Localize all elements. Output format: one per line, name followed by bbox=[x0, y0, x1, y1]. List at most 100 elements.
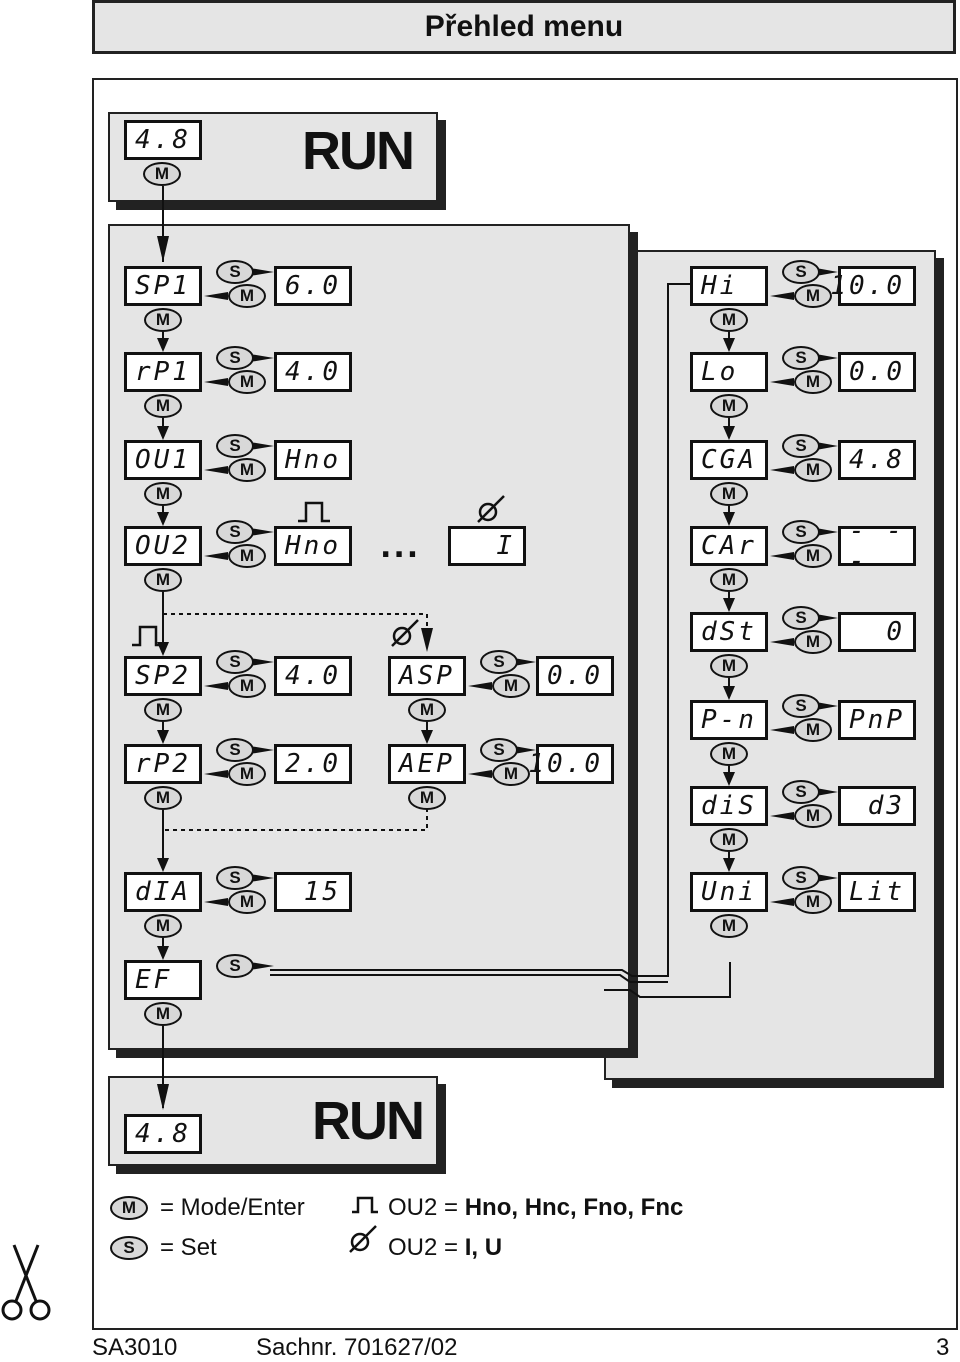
ef-hi-mode-arrow bbox=[770, 292, 794, 300]
main-rp1-param-display: rP1 bbox=[124, 352, 202, 392]
ef-dst-param-display: dSt bbox=[690, 612, 768, 652]
ef-hi-set-button[interactable]: S bbox=[782, 260, 820, 284]
ef-dst-set-button[interactable]: S bbox=[782, 606, 820, 630]
main-ou1-set-button[interactable]: S bbox=[216, 434, 254, 458]
ef-lo-set-arrow bbox=[816, 354, 838, 362]
ef-car-mode-arrow bbox=[770, 552, 794, 560]
main-rp1-mode-button[interactable]: M bbox=[228, 370, 266, 394]
ef-dis-mode-arrow bbox=[770, 812, 794, 820]
ef-dst-next-mode-button[interactable]: M bbox=[710, 654, 748, 678]
ef-dis-mode-button[interactable]: M bbox=[794, 804, 832, 828]
ef-uni-next-mode-button[interactable]: M bbox=[710, 914, 748, 938]
main-ou2-next-mode-button[interactable]: M bbox=[144, 568, 182, 592]
analog-asp-value-display: 0.0 bbox=[536, 656, 614, 696]
ef-pn-set-arrow bbox=[816, 702, 838, 710]
main-sp2-next-mode-button[interactable]: M bbox=[144, 698, 182, 722]
ef-lo-next-mode-button[interactable]: M bbox=[710, 394, 748, 418]
ef-uni-mode-button[interactable]: M bbox=[794, 890, 832, 914]
legend-analog-icon bbox=[350, 1232, 370, 1252]
main-ou2-mode-button[interactable]: M bbox=[228, 544, 266, 568]
main-rp2-mode-button[interactable]: M bbox=[228, 762, 266, 786]
main-rp1-mode-arrow bbox=[204, 378, 228, 386]
main-rp1-set-arrow bbox=[250, 354, 274, 362]
ef-car-mode-button[interactable]: M bbox=[794, 544, 832, 568]
ef-cga-set-button[interactable]: S bbox=[782, 434, 820, 458]
main-sp2-mode-button[interactable]: M bbox=[228, 674, 266, 698]
main-sp1-set-button[interactable]: S bbox=[216, 260, 254, 284]
analog-asp-param-display: ASP bbox=[388, 656, 466, 696]
main-ef-next-mode-button[interactable]: M bbox=[144, 1002, 182, 1026]
main-ou1-mode-button[interactable]: M bbox=[228, 458, 266, 482]
main-rp2-set-arrow bbox=[250, 746, 274, 754]
diagram-frame bbox=[92, 78, 958, 1330]
legend-ou2-analog-prefix: OU2 = bbox=[388, 1234, 465, 1261]
ef-pn-mode-button[interactable]: M bbox=[794, 718, 832, 742]
legend-switch-icon bbox=[352, 1196, 378, 1214]
main-sp1-next-mode-button[interactable]: M bbox=[144, 308, 182, 332]
analog-output-icon bbox=[478, 502, 498, 522]
legend-set-button: S bbox=[110, 1236, 148, 1260]
main-rp2-next-mode-button[interactable]: M bbox=[144, 786, 182, 810]
main-rp1-set-button[interactable]: S bbox=[216, 346, 254, 370]
main-sp2-mode-arrow bbox=[204, 682, 228, 690]
ellipsis: ... bbox=[380, 530, 421, 565]
footer-model: SA3010 bbox=[92, 1334, 178, 1361]
main-dia-set-button[interactable]: S bbox=[216, 866, 254, 890]
run-label-bottom: RUN bbox=[312, 1091, 425, 1151]
main-dia-next-mode-button[interactable]: M bbox=[144, 914, 182, 938]
ef-pn-value-display: PnP bbox=[838, 700, 916, 740]
ef-dis-next-mode-button[interactable]: M bbox=[710, 828, 748, 852]
analog-asp-mode-button[interactable]: M bbox=[492, 674, 530, 698]
ef-dis-param-display: diS bbox=[690, 786, 768, 826]
ef-hi-value-display: 10.0 bbox=[830, 266, 916, 306]
main-rp2-set-button[interactable]: S bbox=[216, 738, 254, 762]
ef-lo-set-button[interactable]: S bbox=[782, 346, 820, 370]
analog-aep-set-button[interactable]: S bbox=[480, 738, 518, 762]
analog-asp-set-button[interactable]: S bbox=[480, 650, 518, 674]
analog-aep-next-mode-button[interactable]: M bbox=[408, 786, 446, 810]
run-display-bottom: 4.8 bbox=[124, 1114, 202, 1154]
legend-ou2-switch: OU2 = Hno, Hnc, Fno, Fnc bbox=[388, 1194, 683, 1222]
main-ou1-next-mode-button[interactable]: M bbox=[144, 482, 182, 506]
main-sp1-mode-button[interactable]: M bbox=[228, 284, 266, 308]
main-sp2-value-display: 4.0 bbox=[274, 656, 352, 696]
ef-cga-next-mode-button[interactable]: M bbox=[710, 482, 748, 506]
ef-lo-mode-button[interactable]: M bbox=[794, 370, 832, 394]
main-sp1-set-arrow bbox=[250, 268, 274, 276]
analog-asp-mode-arrow bbox=[468, 682, 492, 690]
main-rp1-next-mode-button[interactable]: M bbox=[144, 394, 182, 418]
analog-output-icon-asp bbox=[392, 626, 412, 646]
ef-cga-mode-button[interactable]: M bbox=[794, 458, 832, 482]
main-ou2-set-button[interactable]: S bbox=[216, 520, 254, 544]
switch-output-icon-sp2 bbox=[132, 625, 162, 647]
legend-ou2-analog: OU2 = I, U bbox=[388, 1234, 502, 1262]
main-dia-mode-button[interactable]: M bbox=[228, 890, 266, 914]
ef-hi-set-arrow bbox=[816, 268, 838, 276]
ef-lo-value-display: 0.0 bbox=[838, 352, 916, 392]
main-ef-set-arrow bbox=[250, 962, 274, 970]
ef-dis-set-button[interactable]: S bbox=[782, 780, 820, 804]
mode-button[interactable]: M bbox=[143, 162, 181, 186]
ef-car-param-display: CAr bbox=[690, 526, 768, 566]
main-sp2-set-button[interactable]: S bbox=[216, 650, 254, 674]
ef-dst-value-display: 0 bbox=[838, 612, 916, 652]
main-ef-set-button[interactable]: S bbox=[216, 954, 254, 978]
legend-ou2-analog-values: I, U bbox=[464, 1234, 503, 1261]
ef-hi-next-mode-button[interactable]: M bbox=[710, 308, 748, 332]
ef-lo-mode-arrow bbox=[770, 378, 794, 386]
ef-uni-set-button[interactable]: S bbox=[782, 866, 820, 890]
footer-page-number: 3 bbox=[936, 1334, 950, 1361]
ef-dst-mode-button[interactable]: M bbox=[794, 630, 832, 654]
ef-pn-next-mode-button[interactable]: M bbox=[710, 742, 748, 766]
legend-mode-text: = Mode/Enter bbox=[160, 1194, 305, 1221]
ef-car-next-mode-button[interactable]: M bbox=[710, 568, 748, 592]
ef-lo-param-display: Lo bbox=[690, 352, 768, 392]
ef-pn-set-button[interactable]: S bbox=[782, 694, 820, 718]
analog-asp-next-mode-button[interactable]: M bbox=[408, 698, 446, 722]
main-ou1-value-display: Hno bbox=[274, 440, 352, 480]
main-sp1-mode-arrow bbox=[204, 292, 228, 300]
ef-car-set-button[interactable]: S bbox=[782, 520, 820, 544]
analog-aep-mode-button[interactable]: M bbox=[492, 762, 530, 786]
analog-aep-value-display: 10.0 bbox=[528, 744, 614, 784]
ef-hi-mode-button[interactable]: M bbox=[794, 284, 832, 308]
